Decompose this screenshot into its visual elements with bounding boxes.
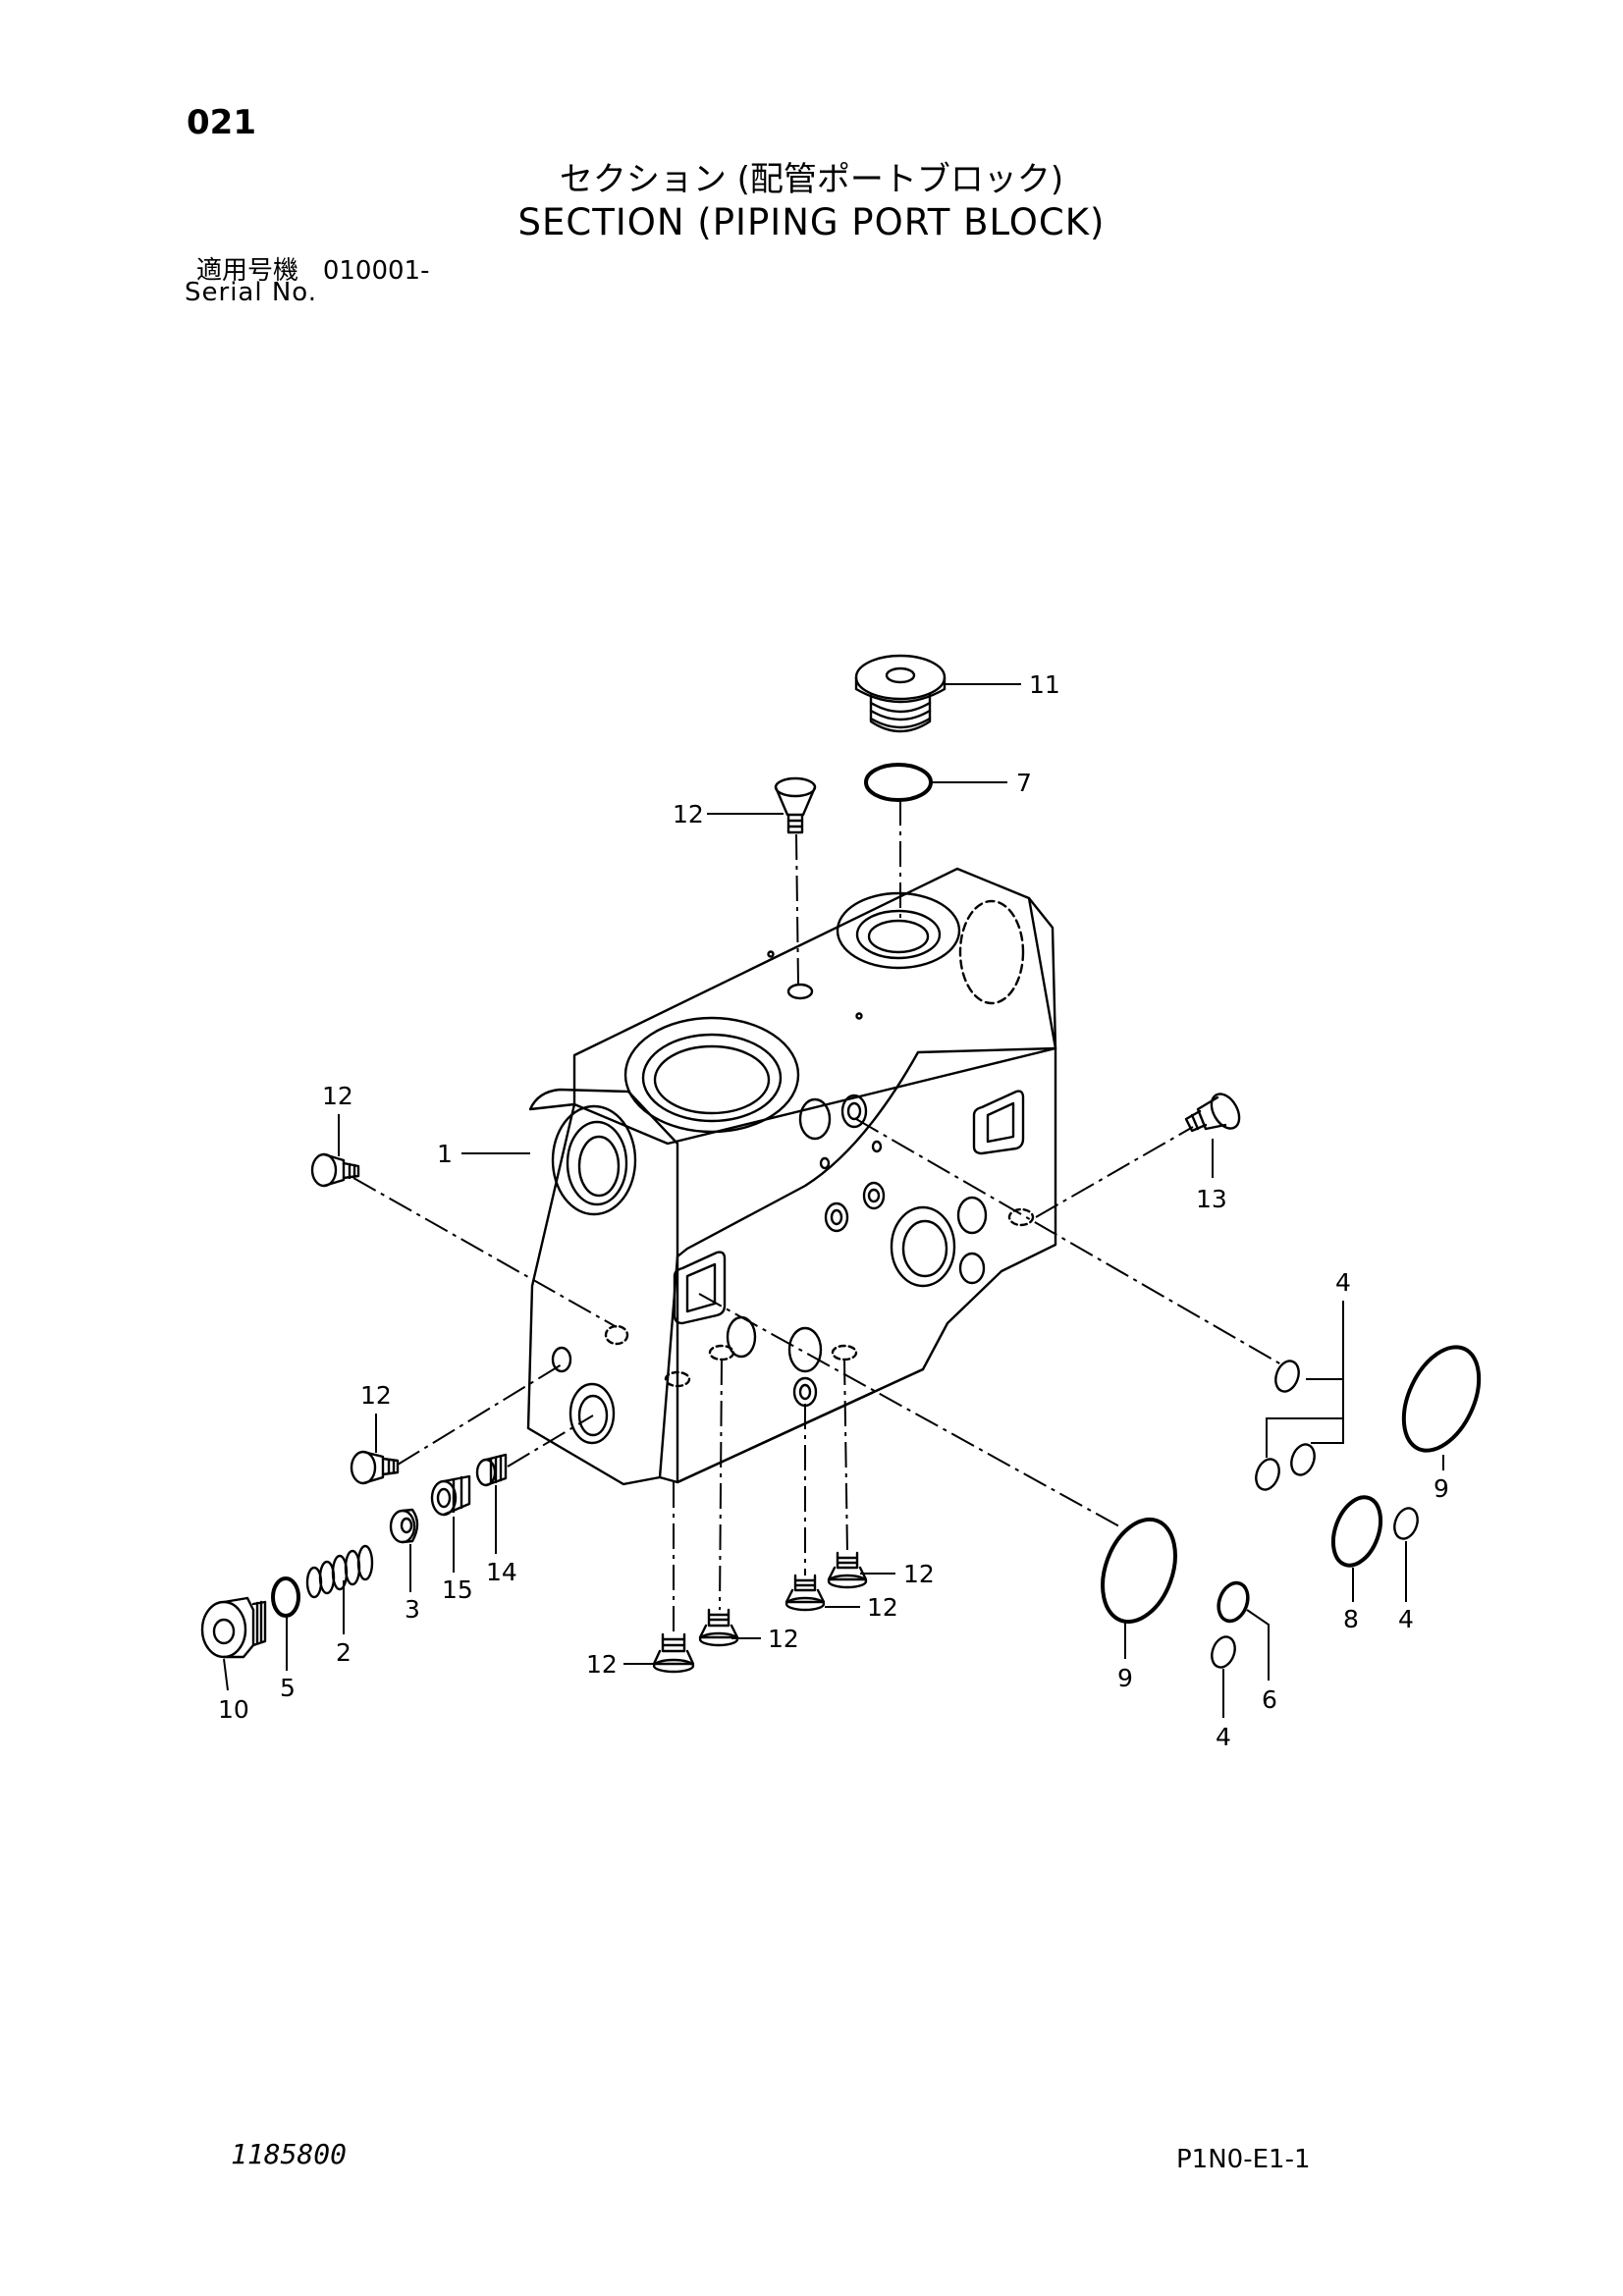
callout-7: 7 <box>1016 769 1032 797</box>
valve-block-body <box>526 867 1057 1486</box>
bolt-bottom-3 <box>784 1574 826 1612</box>
plug-top <box>854 654 947 733</box>
callout-11: 11 <box>1029 670 1060 699</box>
callout-labels: 11 7 12 12 1 13 4 12 9 14 12 15 3 12 8 4… <box>218 670 1449 1751</box>
callout-2: 2 <box>336 1638 352 1667</box>
callout-15: 15 <box>442 1575 473 1604</box>
callout-13: 13 <box>1196 1185 1227 1213</box>
document-number: 1185800 <box>231 2138 348 2170</box>
o-ring-4-a <box>1274 1360 1300 1393</box>
bolt-top <box>774 776 817 834</box>
o-ring-4-c <box>1290 1443 1316 1476</box>
o-ring-9-lower <box>1101 1517 1177 1625</box>
callout-9-right: 9 <box>1434 1474 1449 1503</box>
callout-12-top: 12 <box>673 800 704 828</box>
callout-14: 14 <box>486 1558 517 1586</box>
serial-label-japanese: 適用号機 <box>196 256 299 286</box>
callout-4-top: 4 <box>1335 1268 1351 1297</box>
serial-label-english: Serial No. <box>185 278 317 307</box>
bolt-upper-left <box>310 1152 360 1188</box>
callout-1: 1 <box>437 1140 453 1168</box>
washer-3 <box>389 1508 419 1544</box>
callout-4-right: 4 <box>1398 1605 1414 1633</box>
o-ring-5 <box>271 1576 300 1618</box>
callout-5: 5 <box>280 1674 296 1702</box>
callout-12-bottom-4: 12 <box>903 1560 935 1588</box>
callout-8: 8 <box>1343 1605 1359 1633</box>
bolt-bottom-1 <box>652 1632 695 1674</box>
callout-12-bottom-3: 12 <box>867 1593 898 1622</box>
serial-value: 010001- <box>322 256 430 286</box>
callout-12-upper-left: 12 <box>322 1082 353 1110</box>
callout-6: 6 <box>1262 1685 1277 1714</box>
spring-2 <box>305 1544 374 1599</box>
callout-4-bottom: 4 <box>1216 1723 1231 1751</box>
title-english: SECTION (PIPING PORT BLOCK) <box>517 201 1106 243</box>
plug-10 <box>200 1596 267 1659</box>
bolt-bottom-2 <box>698 1608 739 1647</box>
leader-lines <box>223 683 1444 1718</box>
o-ring-6 <box>1217 1580 1250 1624</box>
callout-3: 3 <box>405 1595 420 1624</box>
title-japanese: セクション (配管ポートブロック) <box>559 160 1064 199</box>
page-number: 021 <box>187 103 256 142</box>
callout-9-lower: 9 <box>1117 1664 1133 1692</box>
callout-10: 10 <box>218 1695 249 1724</box>
o-ring-4-b <box>1255 1458 1280 1491</box>
o-ring-4-e <box>1211 1635 1236 1669</box>
bolt-right <box>1184 1093 1241 1133</box>
o-ring-top <box>864 763 933 802</box>
callout-12-bottom-1: 12 <box>586 1650 618 1679</box>
sheet-code: P1N0-E1-1 <box>1176 2145 1311 2174</box>
callout-12-lower-left: 12 <box>360 1381 392 1410</box>
callout-12-bottom-2: 12 <box>768 1625 799 1653</box>
bolt-lower-left <box>350 1450 400 1485</box>
alignment-lines <box>352 800 1282 1634</box>
serial-applicability-row: 適用号機 010001- <box>196 250 429 287</box>
plug-15 <box>430 1474 471 1517</box>
o-ring-4-d <box>1393 1507 1419 1540</box>
o-ring-9-upper <box>1401 1345 1482 1453</box>
o-ring-8 <box>1330 1495 1383 1568</box>
bolt-bottom-4 <box>827 1551 868 1589</box>
plug-small-14 <box>475 1453 508 1487</box>
